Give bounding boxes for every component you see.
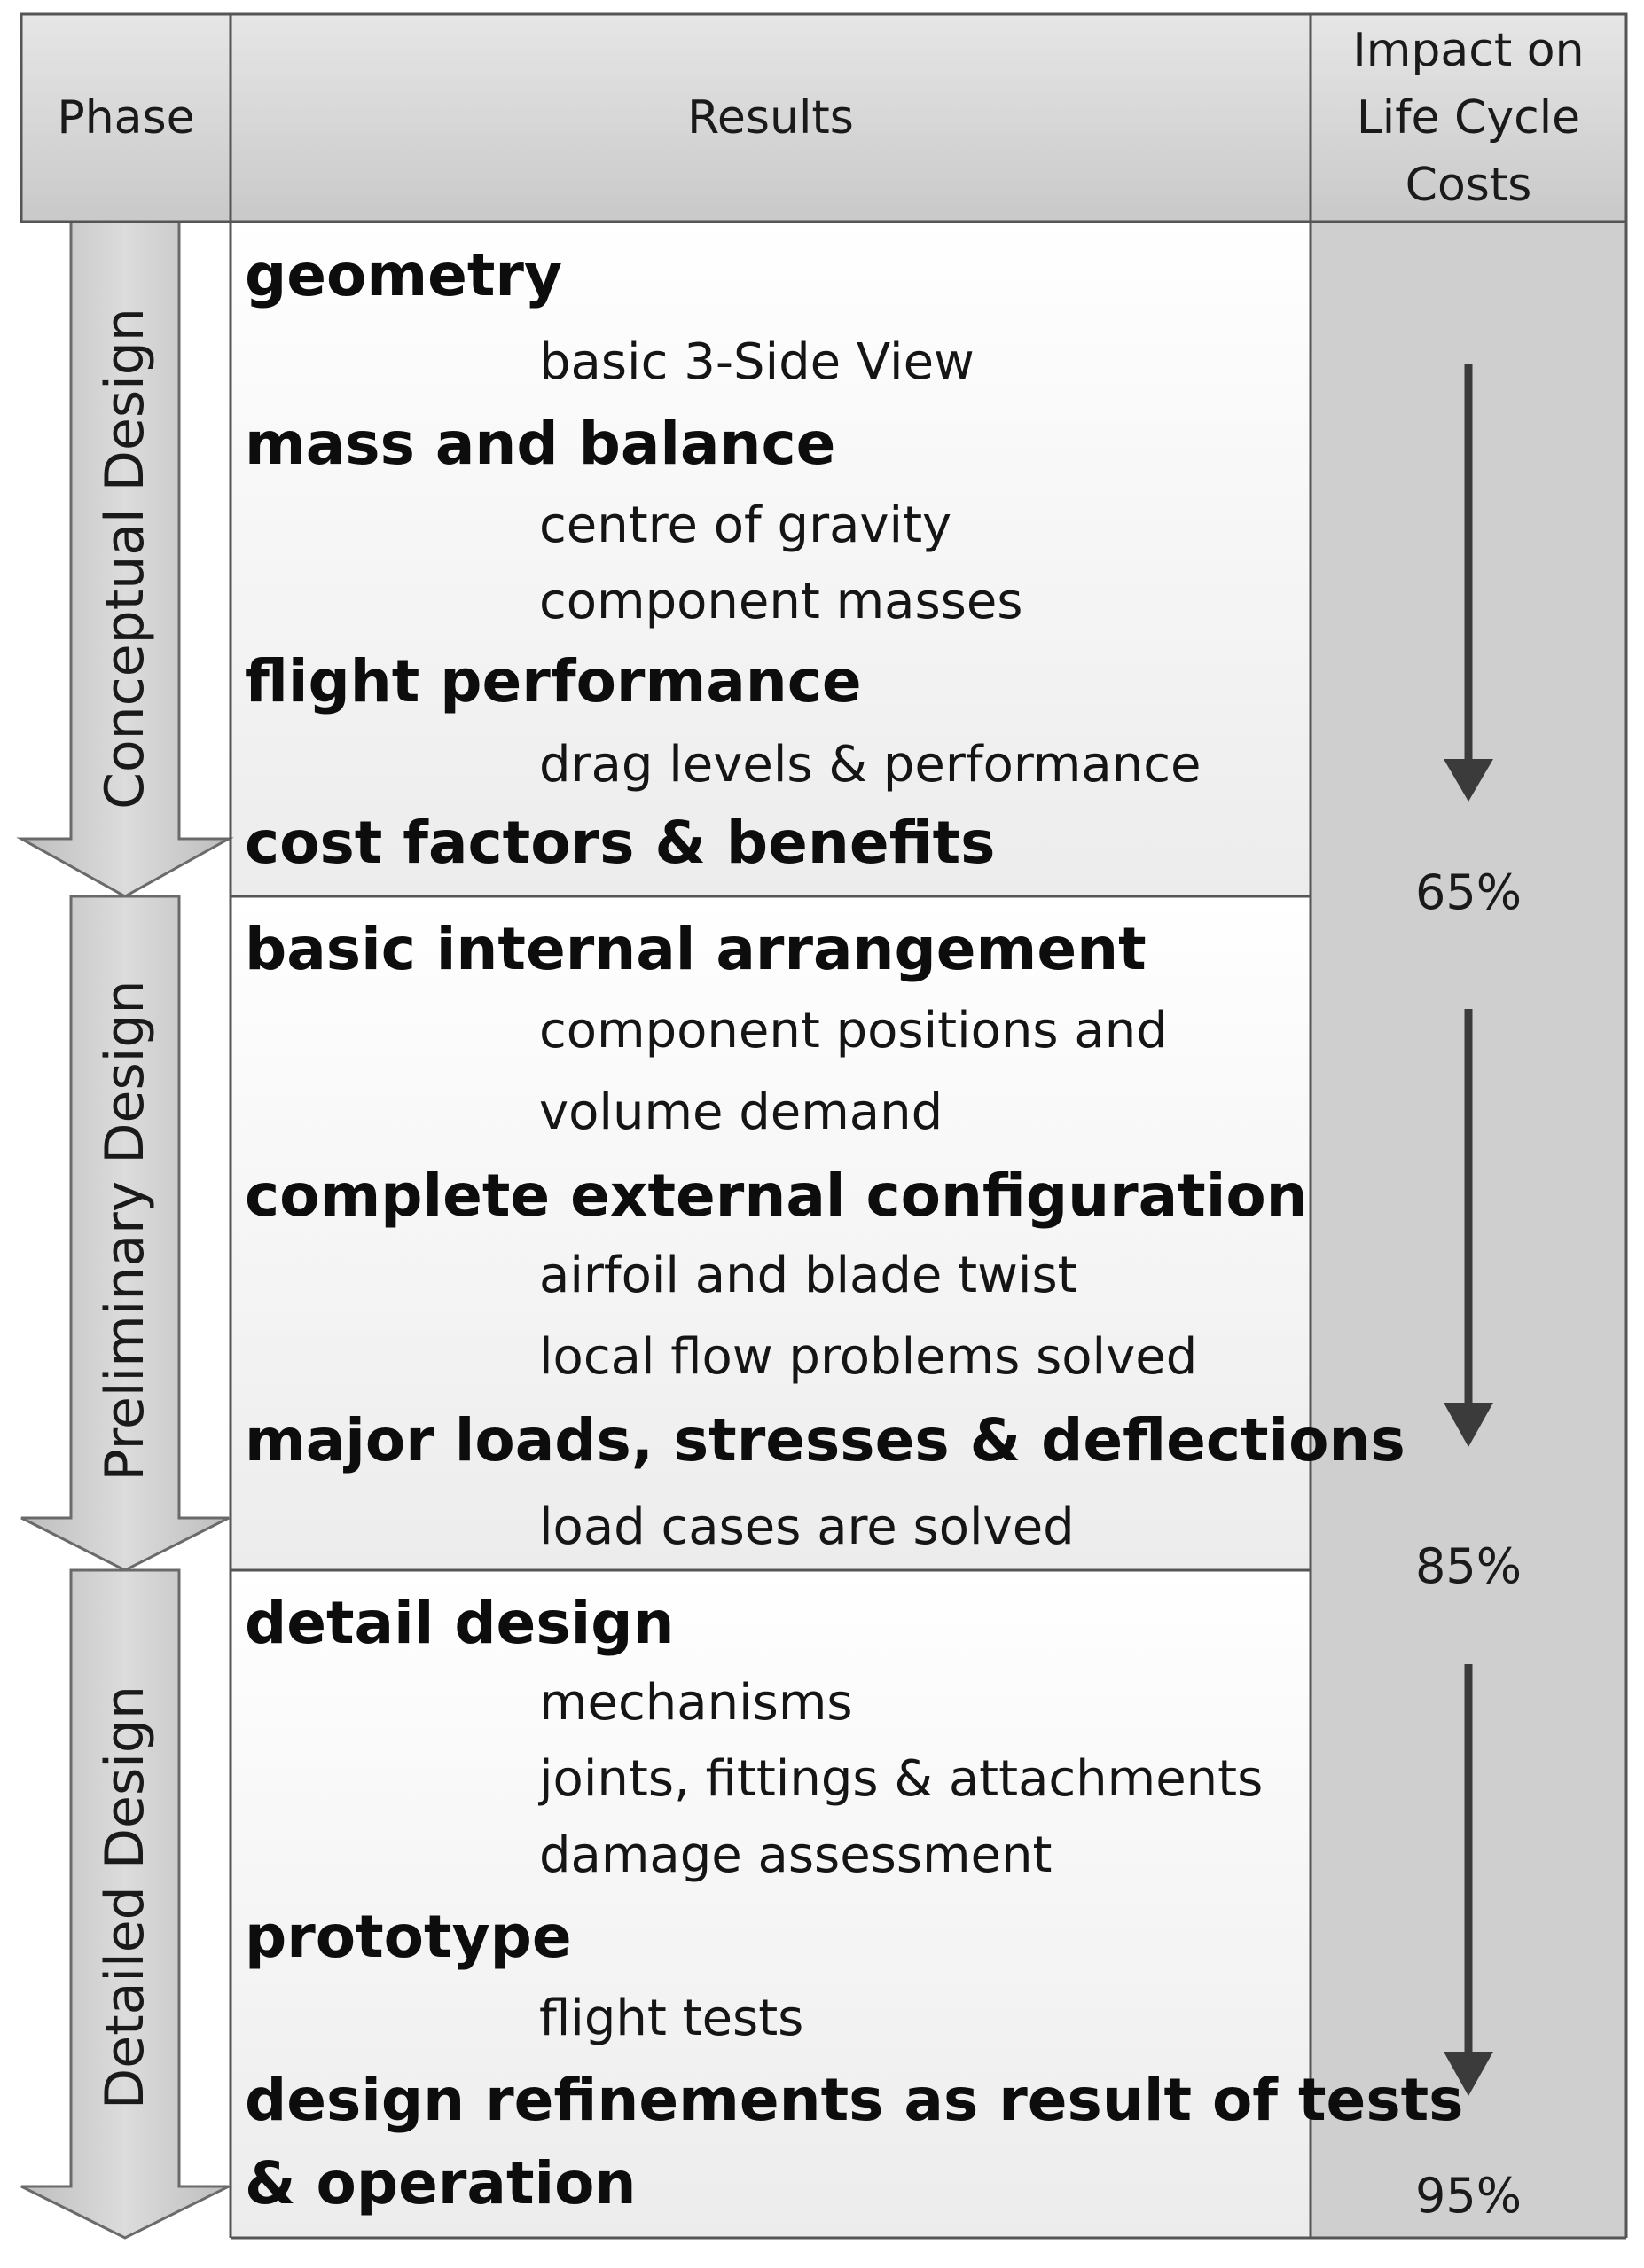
result-detail: component positions and [539, 1002, 1168, 1060]
result-heading: complete external configuration [245, 1161, 1308, 1230]
result-heading: mass and balance [245, 410, 836, 478]
impact-arrow-2 [1444, 1009, 1493, 1447]
impact-value-detailed: 95% [1414, 2168, 1523, 2224]
phase-label-detailed: Detailed Design [94, 1685, 156, 2109]
impact-arrow-3 [1444, 1664, 1493, 2096]
result-heading: detail design [245, 1589, 675, 1657]
impact-header-line-2: Life Cycle [1356, 91, 1581, 145]
results-header: Results [231, 14, 1311, 222]
impact-header-line-3: Costs [1405, 159, 1532, 212]
phase-header: Phase [21, 14, 231, 222]
result-detail: mechanisms [539, 1674, 853, 1732]
result-heading: basic internal arrangement [245, 915, 1147, 983]
result-detail: flight tests [539, 1990, 804, 2047]
result-detail: component masses [539, 573, 1023, 630]
results-header-label: Results [687, 91, 854, 145]
results-box-conceptual [231, 222, 1311, 896]
result-heading: & operation [245, 2149, 637, 2217]
result-detail: drag levels & performance [539, 736, 1202, 794]
impact-value-preliminary: 85% [1414, 1538, 1523, 1594]
result-detail: volume demand [539, 1083, 943, 1141]
phase-arrow-conceptual [16, 220, 234, 898]
results-box-detailed [231, 1570, 1311, 2238]
result-heading: design refinements as result of tests [245, 2066, 1464, 2134]
result-heading: prototype [245, 1903, 572, 1971]
result-heading: cost factors & benefits [245, 809, 996, 877]
result-heading: major loads, stresses & deflections [245, 1406, 1405, 1474]
result-detail: load cases are solved [539, 1498, 1075, 1556]
result-detail: local flow problems solved [539, 1328, 1198, 1386]
impact-arrow-1 [1444, 364, 1493, 802]
phase-label-conceptual: Conceptual Design [94, 308, 156, 809]
impact-value-conceptual: 65% [1414, 864, 1523, 920]
result-detail: airfoil and blade twist [539, 1247, 1077, 1304]
result-detail: basic 3-Side View [539, 333, 975, 391]
results-box-preliminary [231, 896, 1311, 1570]
result-detail: joints, fittings & attachments [539, 1750, 1264, 1808]
phase-arrow-preliminary [20, 895, 230, 1572]
phase-header-label: Phase [57, 91, 195, 145]
result-heading: geometry [245, 241, 563, 309]
impact-header: Impact on Life Cycle Costs [1311, 14, 1626, 222]
result-heading: flight performance [245, 647, 862, 716]
result-detail: damage assessment [539, 1826, 1053, 1884]
result-detail: centre of gravity [539, 497, 952, 554]
phase-label-preliminary: Preliminary Design [94, 980, 156, 1482]
impact-header-line-1: Impact on [1352, 24, 1585, 77]
phase-arrow-detailed [20, 1568, 230, 2240]
